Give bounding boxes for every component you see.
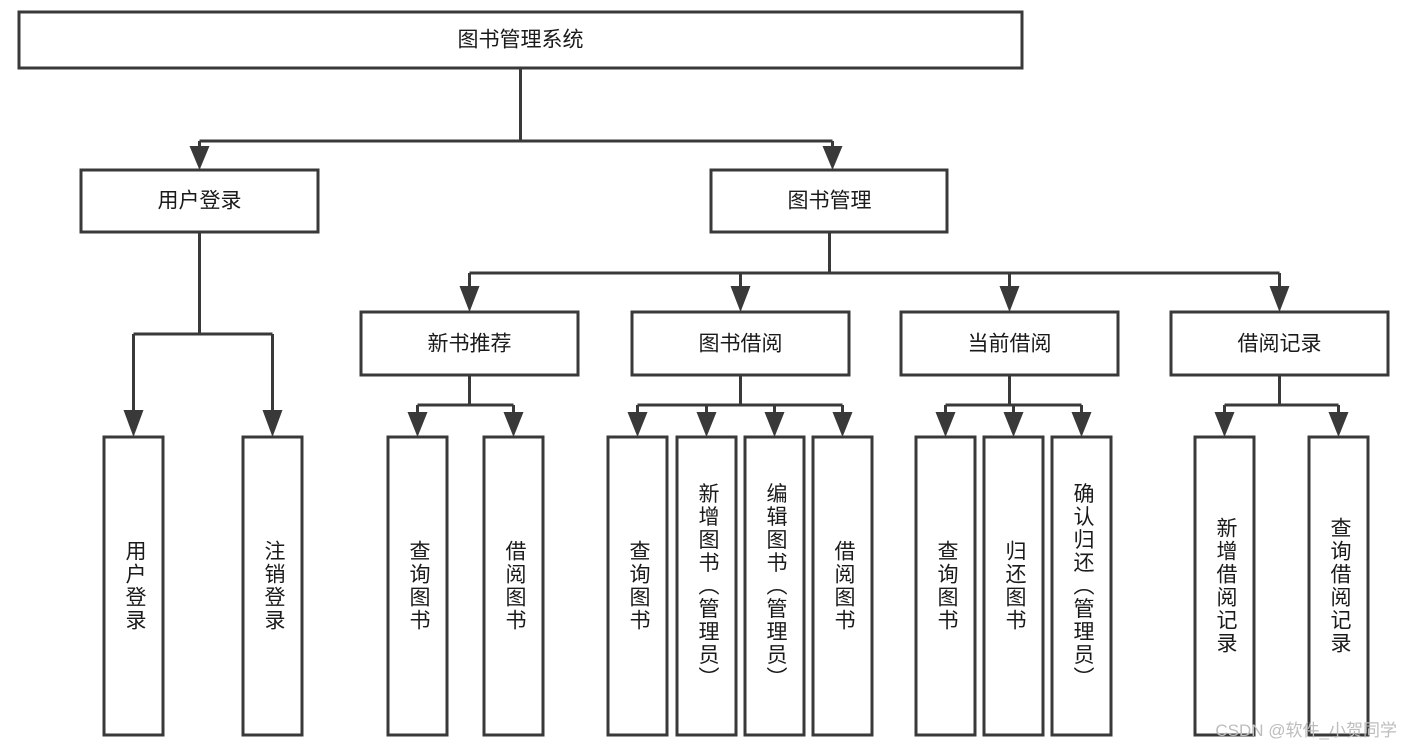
leaf-query-book-1-box[interactable] [386, 435, 449, 737]
node-leaf-query-book-2[interactable]: 查询图书 [606, 435, 669, 737]
leaf-confirm-return-box[interactable] [1050, 435, 1113, 737]
root-label: 图书管理系统 [458, 29, 584, 52]
leaf-add-book-box[interactable] [675, 435, 738, 737]
arrowhead-leaf-edit-book [764, 412, 785, 437]
arrowhead-book-borrow [730, 286, 751, 312]
node-book-manage[interactable]: 图书管理 [709, 168, 949, 234]
leaf-query-book-3-box[interactable] [914, 435, 977, 737]
node-leaf-add-book[interactable]: 新增图书（管理员） [675, 435, 738, 737]
arrowhead-book-manage [822, 146, 843, 170]
node-new-book-recommend[interactable]: 新书推荐 [359, 310, 580, 377]
leaf-borrow-book-2-box[interactable] [811, 435, 874, 737]
leaf-return-book-label: 归还图书 [1003, 540, 1027, 632]
arrowhead-leaf-query-book-2 [627, 412, 648, 437]
node-leaf-user-logout[interactable]: 注销登录 [241, 435, 304, 737]
arrowhead-leaf-add-book [696, 412, 717, 437]
node-leaf-user-login[interactable]: 用户登录 [102, 435, 165, 737]
arrowhead-leaf-borrow-book-1 [503, 412, 524, 437]
leaf-user-logout-box[interactable] [241, 435, 304, 737]
book-manage-box[interactable] [709, 168, 949, 234]
connector-layer [123, 68, 1349, 437]
user-login-label: 用户登录 [158, 190, 242, 213]
borrow-record-label: 借阅记录 [1238, 333, 1322, 356]
arrowhead-leaf-query-record [1328, 412, 1349, 437]
leaf-user-login-label: 用户登录 [123, 540, 147, 632]
current-borrow-box[interactable] [899, 310, 1120, 377]
leaf-query-book-2-box[interactable] [606, 435, 669, 737]
book-borrow-box[interactable] [630, 310, 851, 377]
node-book-borrow[interactable]: 图书借阅 [630, 310, 851, 377]
arrowhead-borrow-record [1269, 286, 1290, 312]
node-leaf-return-book[interactable]: 归还图书 [982, 435, 1045, 737]
user-login-box[interactable] [79, 168, 320, 234]
arrowhead-leaf-confirm-return [1071, 412, 1092, 437]
leaf-borrow-book-1-label: 借阅图书 [503, 540, 527, 632]
node-leaf-borrow-book-2[interactable]: 借阅图书 [811, 435, 874, 737]
leaf-query-book-1-label: 查询图书 [407, 540, 431, 632]
arrowhead-leaf-query-book-3 [935, 412, 956, 437]
arrowhead-user-login [189, 146, 210, 170]
leaf-query-record-box[interactable] [1307, 435, 1370, 737]
node-leaf-edit-book[interactable]: 编辑图书（管理员） [743, 435, 806, 737]
arrowhead-leaf-return-book [1003, 412, 1024, 437]
arrowhead-current-borrow [999, 286, 1020, 312]
node-borrow-record[interactable]: 借阅记录 [1169, 310, 1390, 377]
leaf-borrow-book-2-label: 借阅图书 [832, 540, 856, 632]
new-book-recommend-label: 新书推荐 [428, 333, 512, 356]
node-user-login[interactable]: 用户登录 [79, 168, 320, 234]
root-box[interactable] [17, 10, 1024, 70]
node-root[interactable]: 图书管理系统 [17, 10, 1024, 70]
current-borrow-label: 当前借阅 [968, 333, 1052, 356]
leaf-confirm-return-label: 确认归还（管理员） [1071, 483, 1095, 690]
node-leaf-confirm-return[interactable]: 确认归还（管理员） [1050, 435, 1113, 737]
book-manage-label: 图书管理 [788, 190, 872, 213]
leaf-query-book-3-label: 查询图书 [935, 540, 959, 632]
arrowhead-leaf-borrow-book-2 [832, 412, 853, 437]
node-leaf-add-record[interactable]: 新增借阅记录 [1193, 435, 1256, 737]
borrow-record-box[interactable] [1169, 310, 1390, 377]
node-leaf-query-record[interactable]: 查询借阅记录 [1307, 435, 1370, 737]
node-current-borrow[interactable]: 当前借阅 [899, 310, 1120, 377]
leaf-edit-book-label: 编辑图书（管理员） [764, 483, 788, 690]
arrowhead-new-book-recommend [459, 286, 480, 312]
leaf-return-book-box[interactable] [982, 435, 1045, 737]
leaf-user-login-box[interactable] [102, 435, 165, 737]
arrowhead-leaf-add-record [1214, 412, 1235, 437]
leaf-query-book-2-label: 查询图书 [627, 540, 651, 632]
leaf-edit-book-box[interactable] [743, 435, 806, 737]
arrowhead-leaf-query-book-1 [407, 412, 428, 437]
leaf-add-record-label: 新增借阅记录 [1214, 517, 1238, 655]
new-book-recommend-box[interactable] [359, 310, 580, 377]
book-borrow-label: 图书借阅 [699, 333, 783, 356]
node-leaf-query-book-1[interactable]: 查询图书 [386, 435, 449, 737]
leaf-borrow-book-1-box[interactable] [482, 435, 545, 737]
leaf-user-logout-label: 注销登录 [262, 540, 286, 632]
arrowhead-leaf-user-logout [262, 410, 283, 437]
node-leaf-borrow-book-1[interactable]: 借阅图书 [482, 435, 545, 737]
node-leaf-query-book-3[interactable]: 查询图书 [914, 435, 977, 737]
leaf-add-record-box[interactable] [1193, 435, 1256, 737]
leaf-add-book-label: 新增图书（管理员） [696, 483, 720, 690]
arrowhead-leaf-user-login [123, 410, 144, 437]
leaf-query-record-label: 查询借阅记录 [1328, 517, 1352, 655]
